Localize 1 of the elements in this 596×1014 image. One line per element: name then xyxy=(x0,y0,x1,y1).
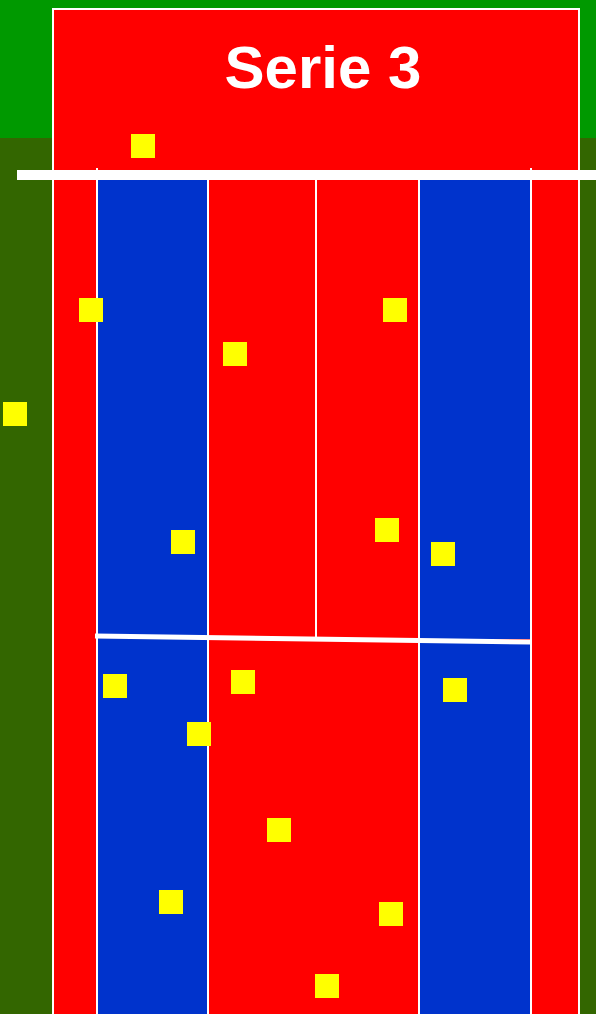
title: Serie 3 xyxy=(223,33,423,103)
